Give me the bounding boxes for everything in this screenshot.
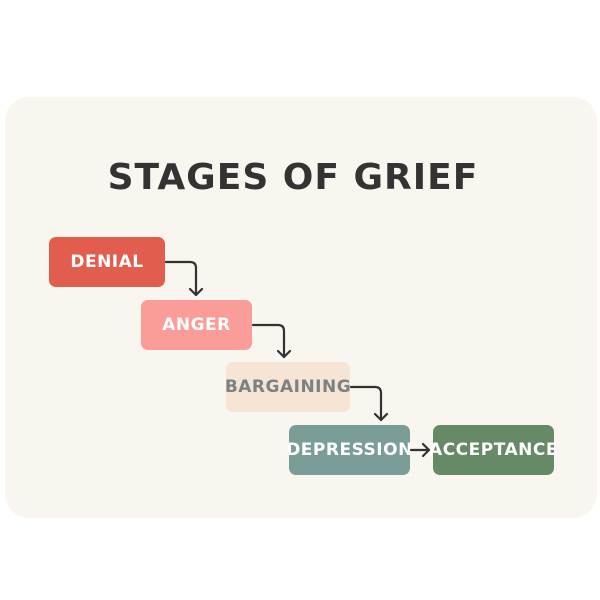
stage-depression: DEPRESSION [286,425,412,475]
stage-acceptance: ACCEPTANCE [429,425,557,475]
stage-anger: ANGER [141,300,252,350]
stage-denial: DENIAL [49,237,165,287]
arrow-anger-to-bargaining [251,323,292,359]
stage-bargaining: BARGAINING [225,362,351,412]
arrow-denial-to-anger [164,260,204,297]
arrow-depression-to-acceptance [409,442,431,458]
diagram-title: STAGES OF GRIEF [107,157,479,198]
arrow-bargaining-to-depression [349,385,389,422]
